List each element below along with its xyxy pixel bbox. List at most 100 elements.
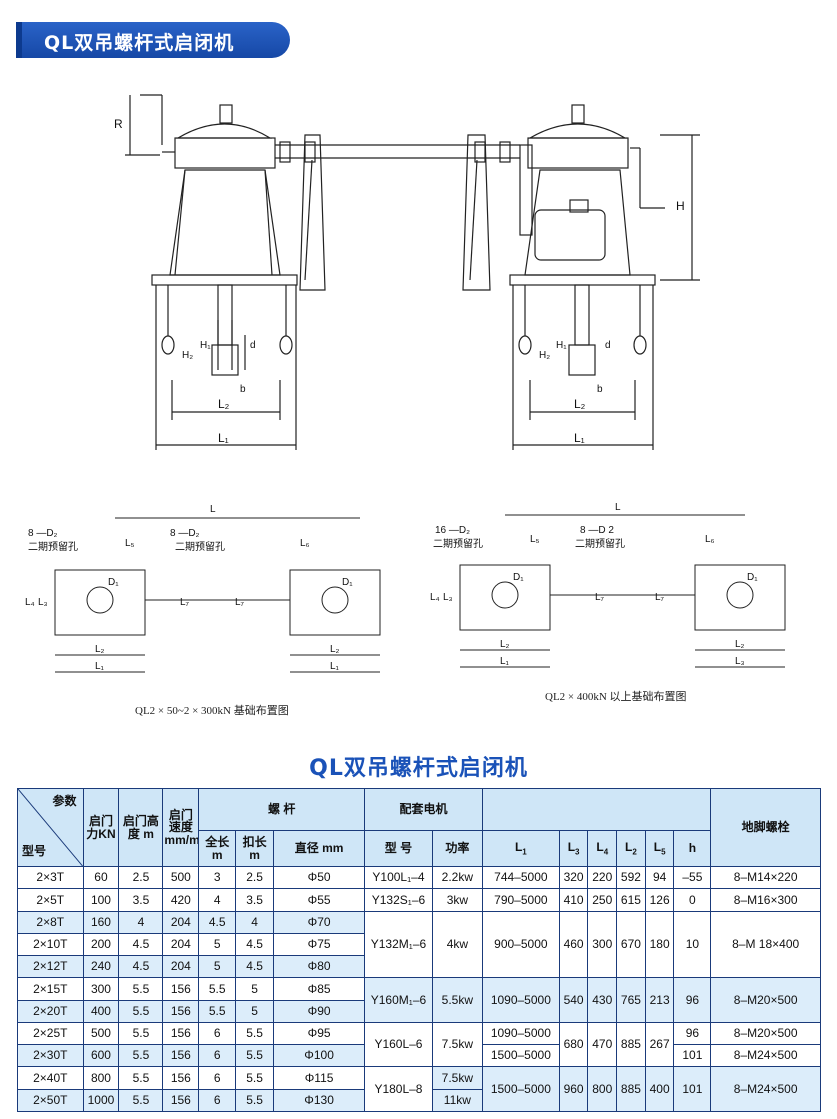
table-cell: 765: [616, 977, 646, 1023]
header-dia: 直径 mm: [273, 830, 366, 867]
dim-L1-left: L₁: [218, 431, 229, 445]
table-cell: 4.5: [235, 955, 275, 979]
table-cell: 6: [198, 1066, 237, 1090]
table-cell: Φ90: [273, 999, 366, 1023]
table-cell: 180: [644, 910, 675, 979]
table-cell: 2×12T: [17, 955, 84, 979]
header-dims: [481, 788, 712, 831]
header-bolt: 地脚螺栓: [710, 788, 821, 867]
table-cell: 240: [82, 955, 120, 979]
dim-H2-left: H₂: [182, 350, 193, 361]
table-cell: 4.5: [118, 955, 164, 979]
header-L4: L4: [587, 830, 618, 867]
table-cell: Φ115: [273, 1066, 366, 1090]
plan-left-hole-b: 二期预留孔: [175, 540, 225, 553]
table-cell: 160: [82, 910, 120, 934]
section-header: QL双吊螺杆式启闭机: [16, 22, 290, 58]
table-cell: 267: [644, 1021, 675, 1068]
table-cell: 5.5: [198, 999, 237, 1023]
foundation-plan-right: L 16 —D₂ 二期预留孔 8 —D 2 二期预留孔 L₅ L₆ L₇ L₇ …: [430, 502, 786, 668]
table-cell: 420: [162, 888, 200, 912]
table-cell: 592: [616, 865, 646, 890]
plan-left-L7b: L₇: [235, 597, 245, 608]
elevation-drawing: R H H₂ H₁ d b L₂ L₁ H₂ H₁ d b L₂ L₁: [114, 94, 700, 450]
plan-left-D1a: D₁: [108, 577, 119, 588]
table-cell: Φ80: [273, 955, 366, 979]
plan-left-D1b: D₁: [342, 577, 353, 588]
table-cell: 2×20T: [17, 999, 84, 1023]
dim-d-left: d: [250, 340, 256, 351]
dim-H1-left: H₁: [200, 340, 211, 351]
table-cell: 400: [82, 999, 120, 1023]
plan-right-d2-16: 16 —D₂: [435, 525, 470, 536]
plan-right-L4: L₄: [430, 592, 440, 603]
header-L2: L2: [616, 830, 646, 867]
table-cell: 8–M16×300: [710, 888, 821, 912]
table-cell: 8–M24×500: [710, 1066, 821, 1112]
table-cell: 5.5kw: [431, 977, 483, 1023]
table-cell: 96: [673, 1021, 712, 1046]
table-cell: 2.5: [118, 865, 164, 890]
plan-left-L2a: L₂: [95, 644, 105, 655]
table-cell: 900–5000: [481, 910, 560, 979]
plan-right-d2-8: 8 —D 2: [580, 525, 614, 536]
table-cell: 2×15T: [17, 977, 84, 1001]
plan-right-D1b: D₁: [747, 572, 758, 583]
table-cell: Y100L₁–4: [364, 865, 433, 890]
table-cell: 460: [558, 910, 589, 979]
table-cell: 500: [162, 865, 200, 890]
table-cell: 400: [644, 1066, 675, 1112]
table-cell: 156: [162, 977, 200, 1001]
plan-left-L2b: L₂: [330, 644, 340, 655]
table-cell: Φ75: [273, 932, 366, 957]
table-cell: 1000: [82, 1088, 120, 1113]
plan-right-D1a: D₁: [513, 572, 524, 583]
table-cell: 126: [644, 888, 675, 912]
plan-right-L1: L₁: [500, 656, 510, 667]
table-cell: 4.5: [235, 932, 275, 957]
table-cell: 1090–5000: [481, 977, 560, 1023]
table-cell: 5.5: [118, 1088, 164, 1113]
table-cell: 60: [82, 865, 120, 890]
table-cell: 0: [673, 888, 712, 912]
table-cell: 300: [587, 910, 618, 979]
table-cell: 8–M20×500: [710, 1021, 821, 1046]
header-height: 启门高度 m: [118, 788, 164, 867]
table-cell: 410: [558, 888, 589, 912]
table-cell: 300: [82, 977, 120, 1001]
header-motor-model: 型 号: [364, 830, 433, 867]
table-cell: 4.5: [118, 932, 164, 957]
dim-R: R: [114, 117, 123, 131]
table-cell: 4: [118, 910, 164, 934]
dim-L2-right: L₂: [574, 397, 586, 411]
plan-right-hole-a: 二期预留孔: [433, 537, 483, 550]
table-cell: 5.5: [118, 1044, 164, 1068]
table-cell: 4.5: [198, 910, 237, 934]
table-cell: 96: [673, 977, 712, 1023]
table-cell: 600: [82, 1044, 120, 1068]
table-cell: 101: [673, 1066, 712, 1112]
table-cell: 94: [644, 865, 675, 890]
caption-right: QL2 × 400kN 以上基础布置图: [545, 691, 687, 703]
table-cell: 4: [235, 910, 275, 934]
plan-right-L7a: L₇: [595, 592, 605, 603]
dim-L2-left: L₂: [218, 397, 230, 411]
plan-left-L6: L₆: [300, 538, 310, 549]
table-cell: 220: [587, 865, 618, 890]
table-cell: 5.5: [118, 1021, 164, 1046]
dim-b-left: b: [240, 384, 246, 395]
table-cell: 500: [82, 1021, 120, 1046]
table-cell: 5.5: [198, 977, 237, 1001]
table-cell: Φ130: [273, 1088, 366, 1113]
table-cell: 430: [587, 977, 618, 1023]
table-cell: 1500–5000: [481, 1044, 560, 1068]
plan-right-L7b: L₇: [655, 592, 665, 603]
table-cell: 204: [162, 932, 200, 957]
